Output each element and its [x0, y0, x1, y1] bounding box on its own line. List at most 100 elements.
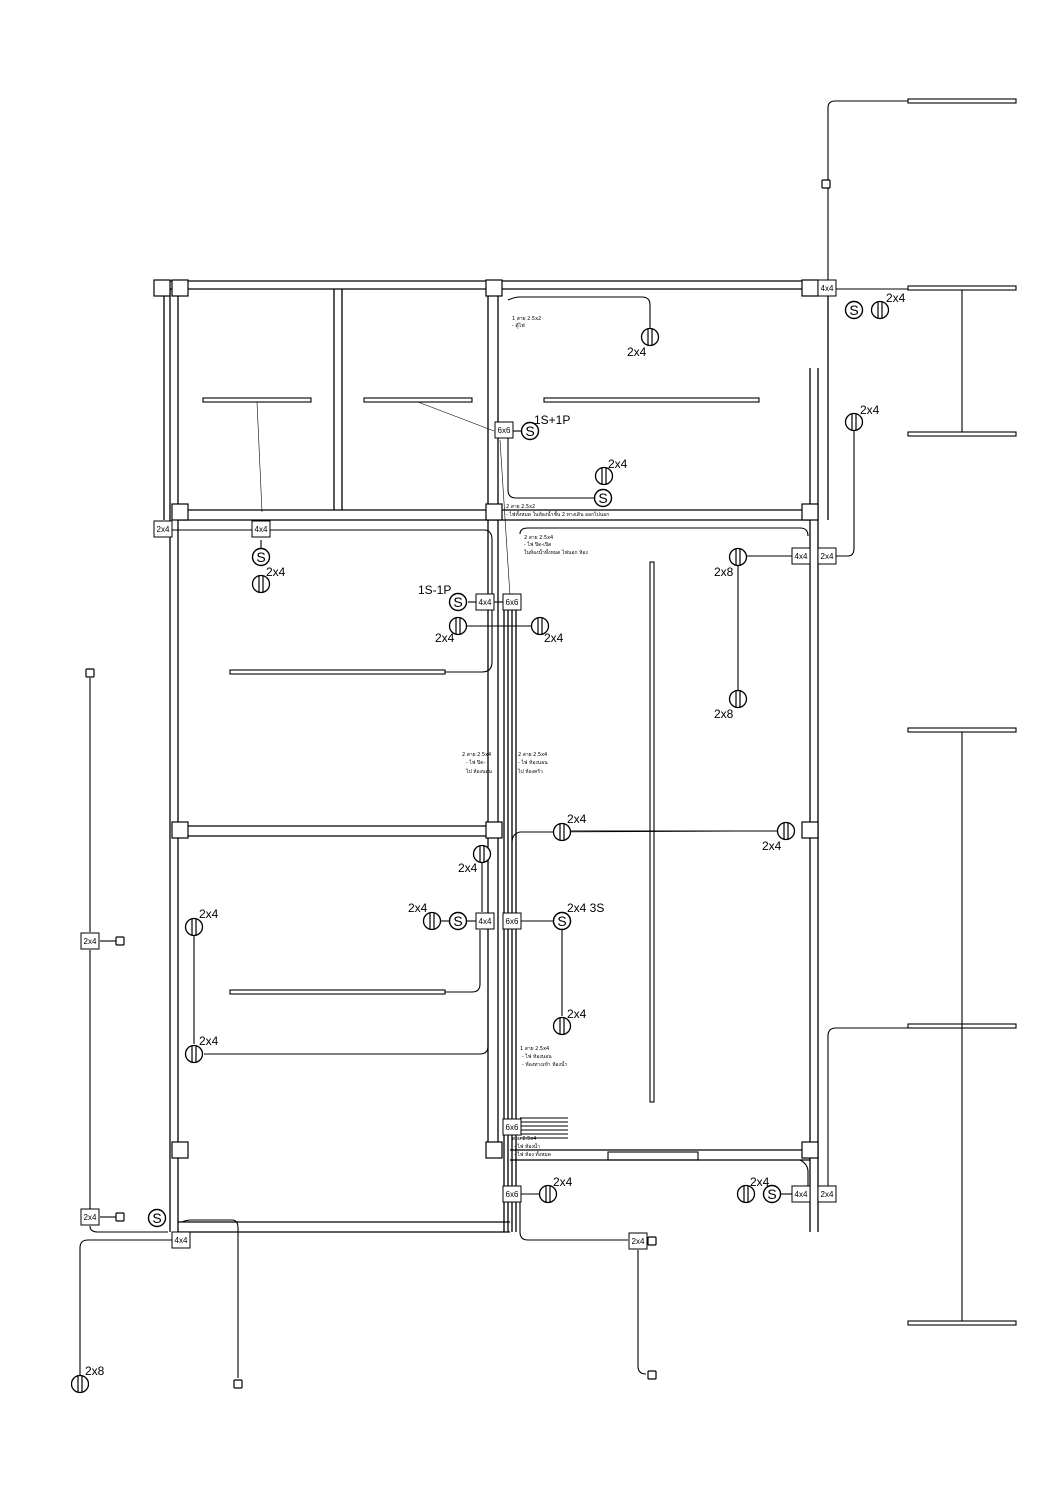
label-2x4: 2x4 — [750, 1175, 770, 1189]
light-fixture-icon — [736, 1184, 756, 1204]
note: - ไฟ ปิด- — [466, 759, 485, 766]
outlet-icon — [115, 936, 125, 946]
svg-text:2x4: 2x4 — [632, 1237, 645, 1246]
svg-text:6x6: 6x6 — [506, 1190, 519, 1199]
svg-text:2x4: 2x4 — [821, 552, 834, 561]
wiring — [79, 100, 908, 1378]
note: - ไฟ ห้องน้ำ — [514, 1141, 540, 1150]
switch-icon: S — [448, 911, 468, 931]
box-4x4-c: 4x4 — [475, 912, 495, 930]
svg-text:4x4: 4x4 — [255, 525, 268, 534]
svg-text:S: S — [557, 913, 566, 929]
light-fixture-icon — [472, 844, 492, 864]
outlets — [85, 179, 831, 1389]
box-4x4-right-mid: 4x4 — [791, 547, 811, 565]
box-2x4-bottom-right: 2x4 — [817, 1185, 837, 1203]
box-6x6-b: 6x6 — [502, 593, 522, 611]
circuit-notes: 1 สาย 2.5x2 - ตู้ไฟ 2 สาย 2.5x2 - ไฟทั้ง… — [462, 316, 609, 1158]
svg-text:4x4: 4x4 — [795, 1190, 808, 1199]
switch-icon: S — [448, 592, 468, 612]
label-2x4: 2x4 — [266, 565, 286, 579]
light-fixture-icon — [530, 616, 550, 636]
label-2x4: 2x4 — [627, 345, 647, 359]
box-4x4-a: 4x4 — [251, 520, 271, 538]
switch-icon: S — [844, 300, 864, 320]
switches: S S S S S S S S S — [147, 300, 864, 1228]
svg-text:4x4: 4x4 — [479, 598, 492, 607]
note: - ห้องทางเข้า ห้องน้ำ — [522, 1059, 567, 1068]
label-2x4: 2x4 — [199, 907, 219, 921]
svg-text:6x6: 6x6 — [498, 426, 511, 435]
label-2x4: 2x4 — [199, 1034, 219, 1048]
note: ไป ห้องครัว — [517, 768, 543, 775]
box-4x4-bottom-left: 4x4 — [171, 1231, 191, 1249]
label-2x4: 2x4 — [435, 631, 455, 645]
light-fixture-icon — [552, 822, 572, 842]
svg-text:6x6: 6x6 — [506, 917, 519, 926]
switch-icon: S — [552, 911, 572, 931]
outlet-icon — [85, 668, 95, 678]
light-fixture-icon — [184, 1044, 204, 1064]
svg-text:4x4: 4x4 — [175, 1236, 188, 1245]
beams — [202, 98, 1017, 1326]
box-4x4-b: 4x4 — [475, 593, 495, 611]
light-fixture-icon — [70, 1374, 90, 1394]
outlet-icon — [115, 1212, 125, 1222]
svg-text:2x4: 2x4 — [821, 1190, 834, 1199]
svg-text:S: S — [598, 490, 607, 506]
box-6x6-bottom-b: 6x6 — [502, 1185, 522, 1203]
switch-icon: S — [520, 421, 540, 441]
svg-text:2x4: 2x4 — [84, 1213, 97, 1222]
light-fixture-icon — [844, 412, 864, 432]
label-2x4: 2x4 — [860, 403, 880, 417]
columns — [153, 279, 819, 1159]
note: 2 สาย 2.5x4 — [524, 535, 553, 541]
box-6x6-c: 6x6 — [502, 912, 522, 930]
walls — [160, 280, 829, 1233]
light-fixture-icon — [251, 574, 271, 594]
note: สาย 2.5x4 — [512, 1136, 536, 1142]
svg-text:S: S — [152, 1210, 161, 1226]
switch-icon: S — [593, 488, 613, 508]
svg-text:6x6: 6x6 — [506, 598, 519, 607]
light-fixture-icon — [594, 466, 614, 486]
box-6x6-bottom: 6x6 — [502, 1118, 522, 1136]
svg-text:S: S — [256, 549, 265, 565]
box-2x4-left-outdoor: 2x4 — [80, 932, 100, 950]
svg-text:4x4: 4x4 — [821, 284, 834, 293]
light-fixtures — [70, 300, 890, 1394]
label-2x4: 2x4 — [762, 839, 782, 853]
light-fixture-icon — [728, 547, 748, 567]
note: ในห้องน้ำทั้งหมด ไฟนอก ห้อง — [524, 547, 588, 556]
svg-text:2x4: 2x4 — [157, 525, 170, 534]
light-fixture-icon — [552, 1016, 572, 1036]
label-1s1p-b: 1S-1P — [418, 583, 451, 597]
label-2x8: 2x8 — [85, 1364, 105, 1378]
light-fixture-icon — [184, 917, 204, 937]
box-6x6-top: 6x6 — [494, 421, 514, 439]
note: - ไฟ ปิด-เปิด — [524, 541, 551, 548]
note: - ไฟ ห้อง ทั้งหมด — [514, 1149, 551, 1158]
svg-text:2x4: 2x4 — [84, 937, 97, 946]
label-2x4: 2x4 — [567, 1007, 587, 1021]
label-2x4: 2x4 — [567, 812, 587, 826]
note: 2 สาย 2.5x4 — [518, 752, 547, 758]
light-fixture-icon — [422, 911, 442, 931]
box-2x4-left-outdoor-b: 2x4 — [80, 1208, 100, 1226]
label-2x8: 2x8 — [714, 565, 734, 579]
note: 2 สาย 2.5x2 — [506, 504, 535, 510]
junction-boxes: 2x4 4x4 6x6 4x4 4x4 2x4 4x4 6x6 — [80, 279, 837, 1250]
note: - ไฟ ห้องนอน — [518, 759, 548, 766]
label-2x4: 2x4 — [608, 457, 628, 471]
label-2x4: 2x4 — [408, 901, 428, 915]
svg-text:S: S — [767, 1186, 776, 1202]
switch-icon: S — [147, 1208, 167, 1228]
light-fixture-icon — [776, 821, 796, 841]
leader-lines — [256, 401, 781, 833]
light-fixture-icon — [538, 1184, 558, 1204]
svg-text:S: S — [525, 423, 534, 439]
outlet-icon — [821, 179, 831, 189]
outlet-icon — [647, 1370, 657, 1380]
note: ไป ห้องนอน — [465, 768, 492, 775]
svg-text:S: S — [453, 594, 462, 610]
